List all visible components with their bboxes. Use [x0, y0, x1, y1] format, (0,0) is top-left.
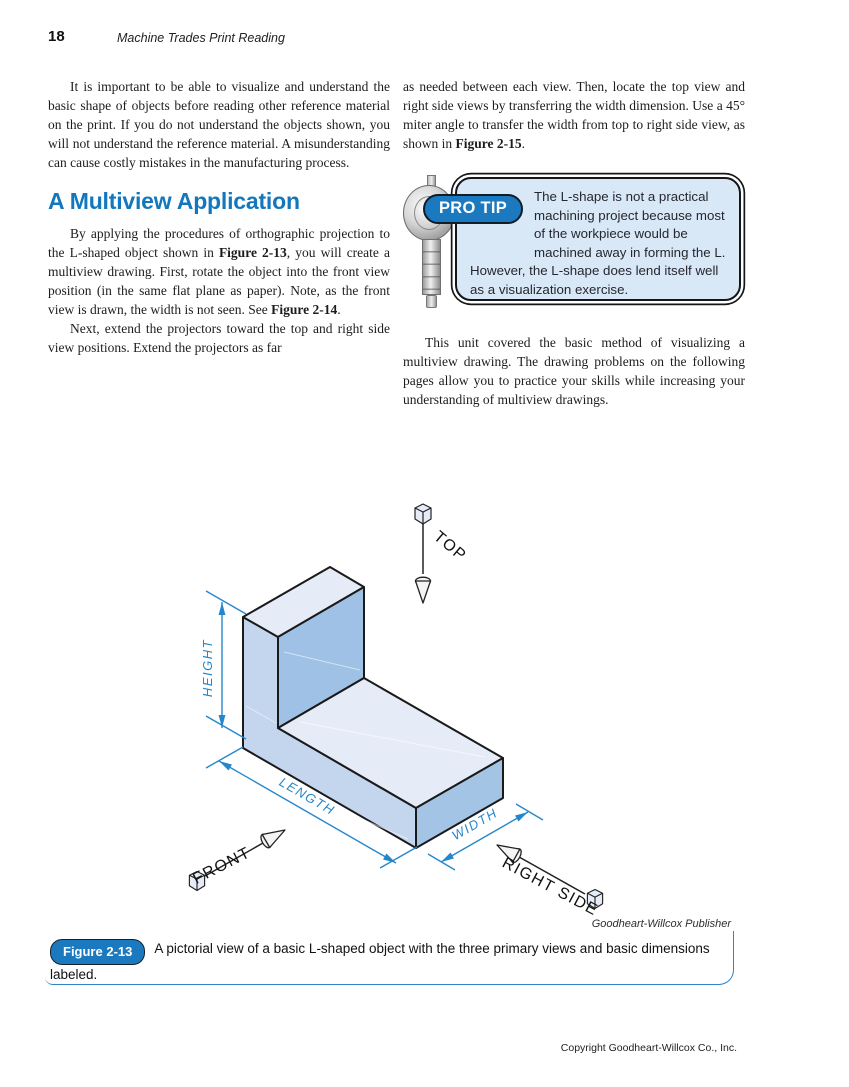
height-label: HEIGHT [200, 639, 215, 697]
paragraph-views: as needed between each view. Then, locat… [403, 77, 745, 153]
pro-tip-callout: PRO TIP The L-shape is not a practical m… [403, 175, 745, 308]
figure-2-15-reference: Figure 2-15 [455, 136, 522, 151]
paragraph-multiview: By applying the procedures of orthograph… [48, 224, 390, 319]
paragraph-summary: This unit covered the basic method of vi… [403, 335, 745, 407]
rpara1-text1: as needed between each view. Then, locat… [403, 79, 745, 151]
figure-2-13-reference: Figure 2-13 [218, 245, 287, 260]
rpara1-text2: . [521, 136, 526, 151]
front-view-arrow: FRONT [188, 822, 290, 892]
object-slab-end-face [415, 757, 504, 849]
front-view-label: FRONT [190, 844, 254, 888]
copyright-notice: Copyright Goodheart-Willcox Co., Inc. [560, 1042, 737, 1054]
micrometer-spindle [422, 239, 441, 295]
front-arrow-cone [258, 822, 290, 851]
left-column: It is important to be able to visualize … [48, 77, 390, 357]
top-arrow-cone [414, 576, 432, 604]
pro-tip-box: PRO TIP The L-shape is not a practical m… [423, 177, 741, 301]
para2-text2: , you will create a multiview drawing. F… [48, 245, 390, 317]
top-view-arrow: TOP [414, 503, 470, 604]
height-dimension: HEIGHT [200, 590, 247, 740]
running-title: Machine Trades Print Reading [117, 31, 285, 45]
right-column: as needed between each view. Then, locat… [403, 77, 745, 409]
section-heading: A Multiview Application [48, 188, 300, 214]
right-side-view-label: RIGHT SIDE [499, 855, 601, 920]
figure-number-badge: Figure 2-13 [50, 939, 146, 965]
para2-text1: By applying the procedures of orthograph… [48, 226, 390, 260]
figure-2-14-reference: Figure 2-14 [271, 302, 338, 317]
right-side-view-arrow: RIGHT SIDE [492, 837, 604, 920]
paragraph-visualize: It is important to be able to visualize … [48, 79, 390, 170]
pro-tip-text: The L-shape is not a practical machining… [470, 189, 726, 297]
top-arrow-cube [414, 503, 432, 525]
pro-tip-badge: PRO TIP [423, 194, 524, 224]
top-view-label: TOP [430, 528, 469, 565]
publisher-credit: Goodheart-Willcox Publisher [591, 918, 731, 930]
page-number: 18 [48, 28, 65, 45]
figure-caption-text: A pictorial view of a basic L-shaped obj… [50, 941, 710, 982]
micrometer-tip [426, 295, 437, 308]
para2-text3: . [337, 302, 341, 317]
paragraph-projectors: Next, extend the projectors toward the t… [48, 321, 390, 355]
l-shaped-object [242, 566, 504, 849]
